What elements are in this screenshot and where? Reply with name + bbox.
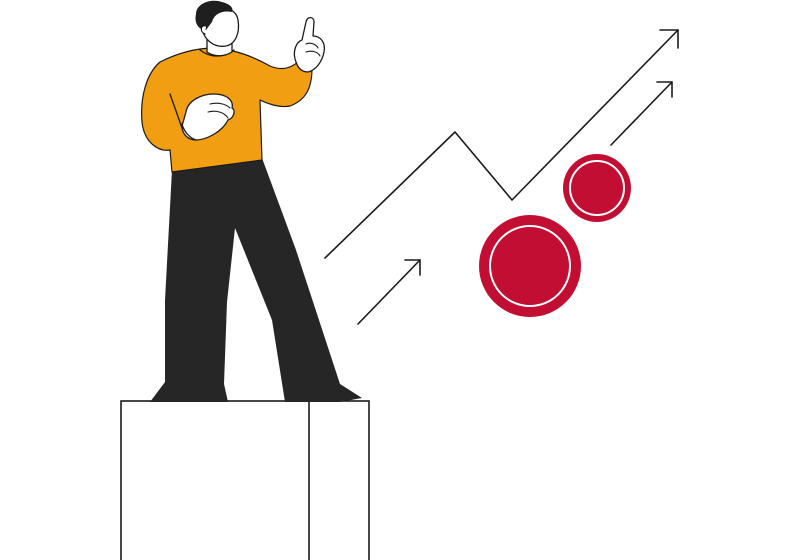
small-arrow-upper — [610, 81, 673, 146]
main-arrow-head — [659, 29, 679, 49]
pants — [150, 158, 362, 402]
ear — [200, 25, 207, 35]
person — [141, 0, 362, 402]
growth-arrows — [324, 29, 679, 325]
coins — [479, 154, 631, 317]
pedestal — [120, 400, 370, 560]
hair — [195, 0, 233, 30]
coin-large — [479, 215, 581, 317]
small-arrow-lower — [357, 259, 421, 325]
sweater-arm-line — [169, 93, 183, 129]
coin-small — [563, 154, 631, 222]
sweater-cuff — [181, 123, 197, 141]
small-arrow-upper-head — [656, 81, 673, 98]
raised-hand — [293, 16, 326, 73]
main-trend-line — [324, 29, 679, 259]
head — [195, 0, 240, 47]
small-arrow-lower-head — [404, 259, 421, 276]
chest-hand — [181, 93, 235, 141]
